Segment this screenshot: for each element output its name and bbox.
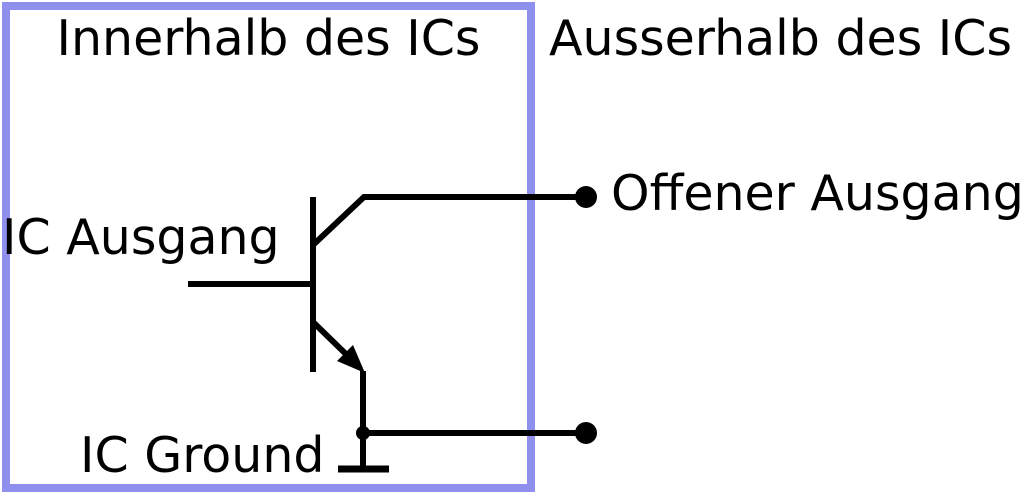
collector-wire xyxy=(310,194,586,248)
outside-ic-title: Ausserhalb des ICs xyxy=(549,10,1012,67)
junction-dot xyxy=(356,426,370,440)
emitter-shaft xyxy=(310,319,353,361)
circuit xyxy=(188,186,597,473)
ic-output-label: IC Ausgang xyxy=(2,209,280,266)
ground-terminal-dot xyxy=(575,422,597,444)
open-output-label: Offener Ausgang xyxy=(611,165,1024,222)
inside-ic-title: Innerhalb des ICs xyxy=(56,10,481,67)
emitter-arrowhead-icon xyxy=(337,345,365,373)
ic-ground-label: IC Ground xyxy=(80,427,325,484)
open-output-terminal-dot xyxy=(575,186,597,208)
ic-boundary-box xyxy=(2,2,535,492)
